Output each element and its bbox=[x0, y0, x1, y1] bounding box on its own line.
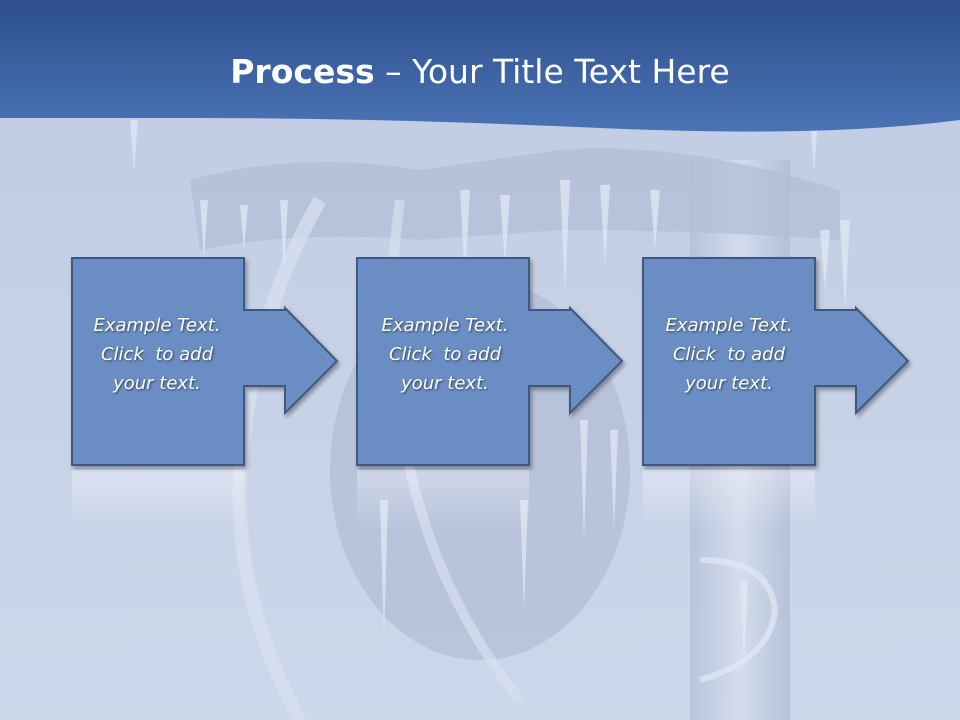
process-step-1[interactable] bbox=[71, 257, 339, 530]
process-step-2[interactable] bbox=[356, 257, 624, 530]
step-3-text[interactable]: Example Text. Click to add your text. bbox=[644, 311, 814, 398]
slide-title[interactable]: Process – Your Title Text Here bbox=[0, 52, 960, 91]
step-3-line-2: Click to add bbox=[672, 344, 785, 365]
step-2-line-2: Click to add bbox=[388, 344, 501, 365]
step-2-text[interactable]: Example Text. Click to add your text. bbox=[360, 311, 530, 398]
header-band bbox=[0, 0, 960, 132]
step-1-line-2: Click to add bbox=[100, 344, 213, 365]
step-3-line-1: Example Text. bbox=[665, 315, 793, 336]
title-bold: Process bbox=[230, 52, 375, 91]
process-step-3[interactable] bbox=[642, 257, 910, 530]
step-1-line-1: Example Text. bbox=[93, 315, 221, 336]
title-rest: – Your Title Text Here bbox=[374, 52, 730, 91]
step-2-line-3: your text. bbox=[401, 373, 489, 394]
step-3-line-3: your text. bbox=[685, 373, 773, 394]
step-1-text[interactable]: Example Text. Click to add your text. bbox=[72, 311, 242, 398]
step-2-line-1: Example Text. bbox=[381, 315, 509, 336]
step-1-line-3: your text. bbox=[113, 373, 201, 394]
